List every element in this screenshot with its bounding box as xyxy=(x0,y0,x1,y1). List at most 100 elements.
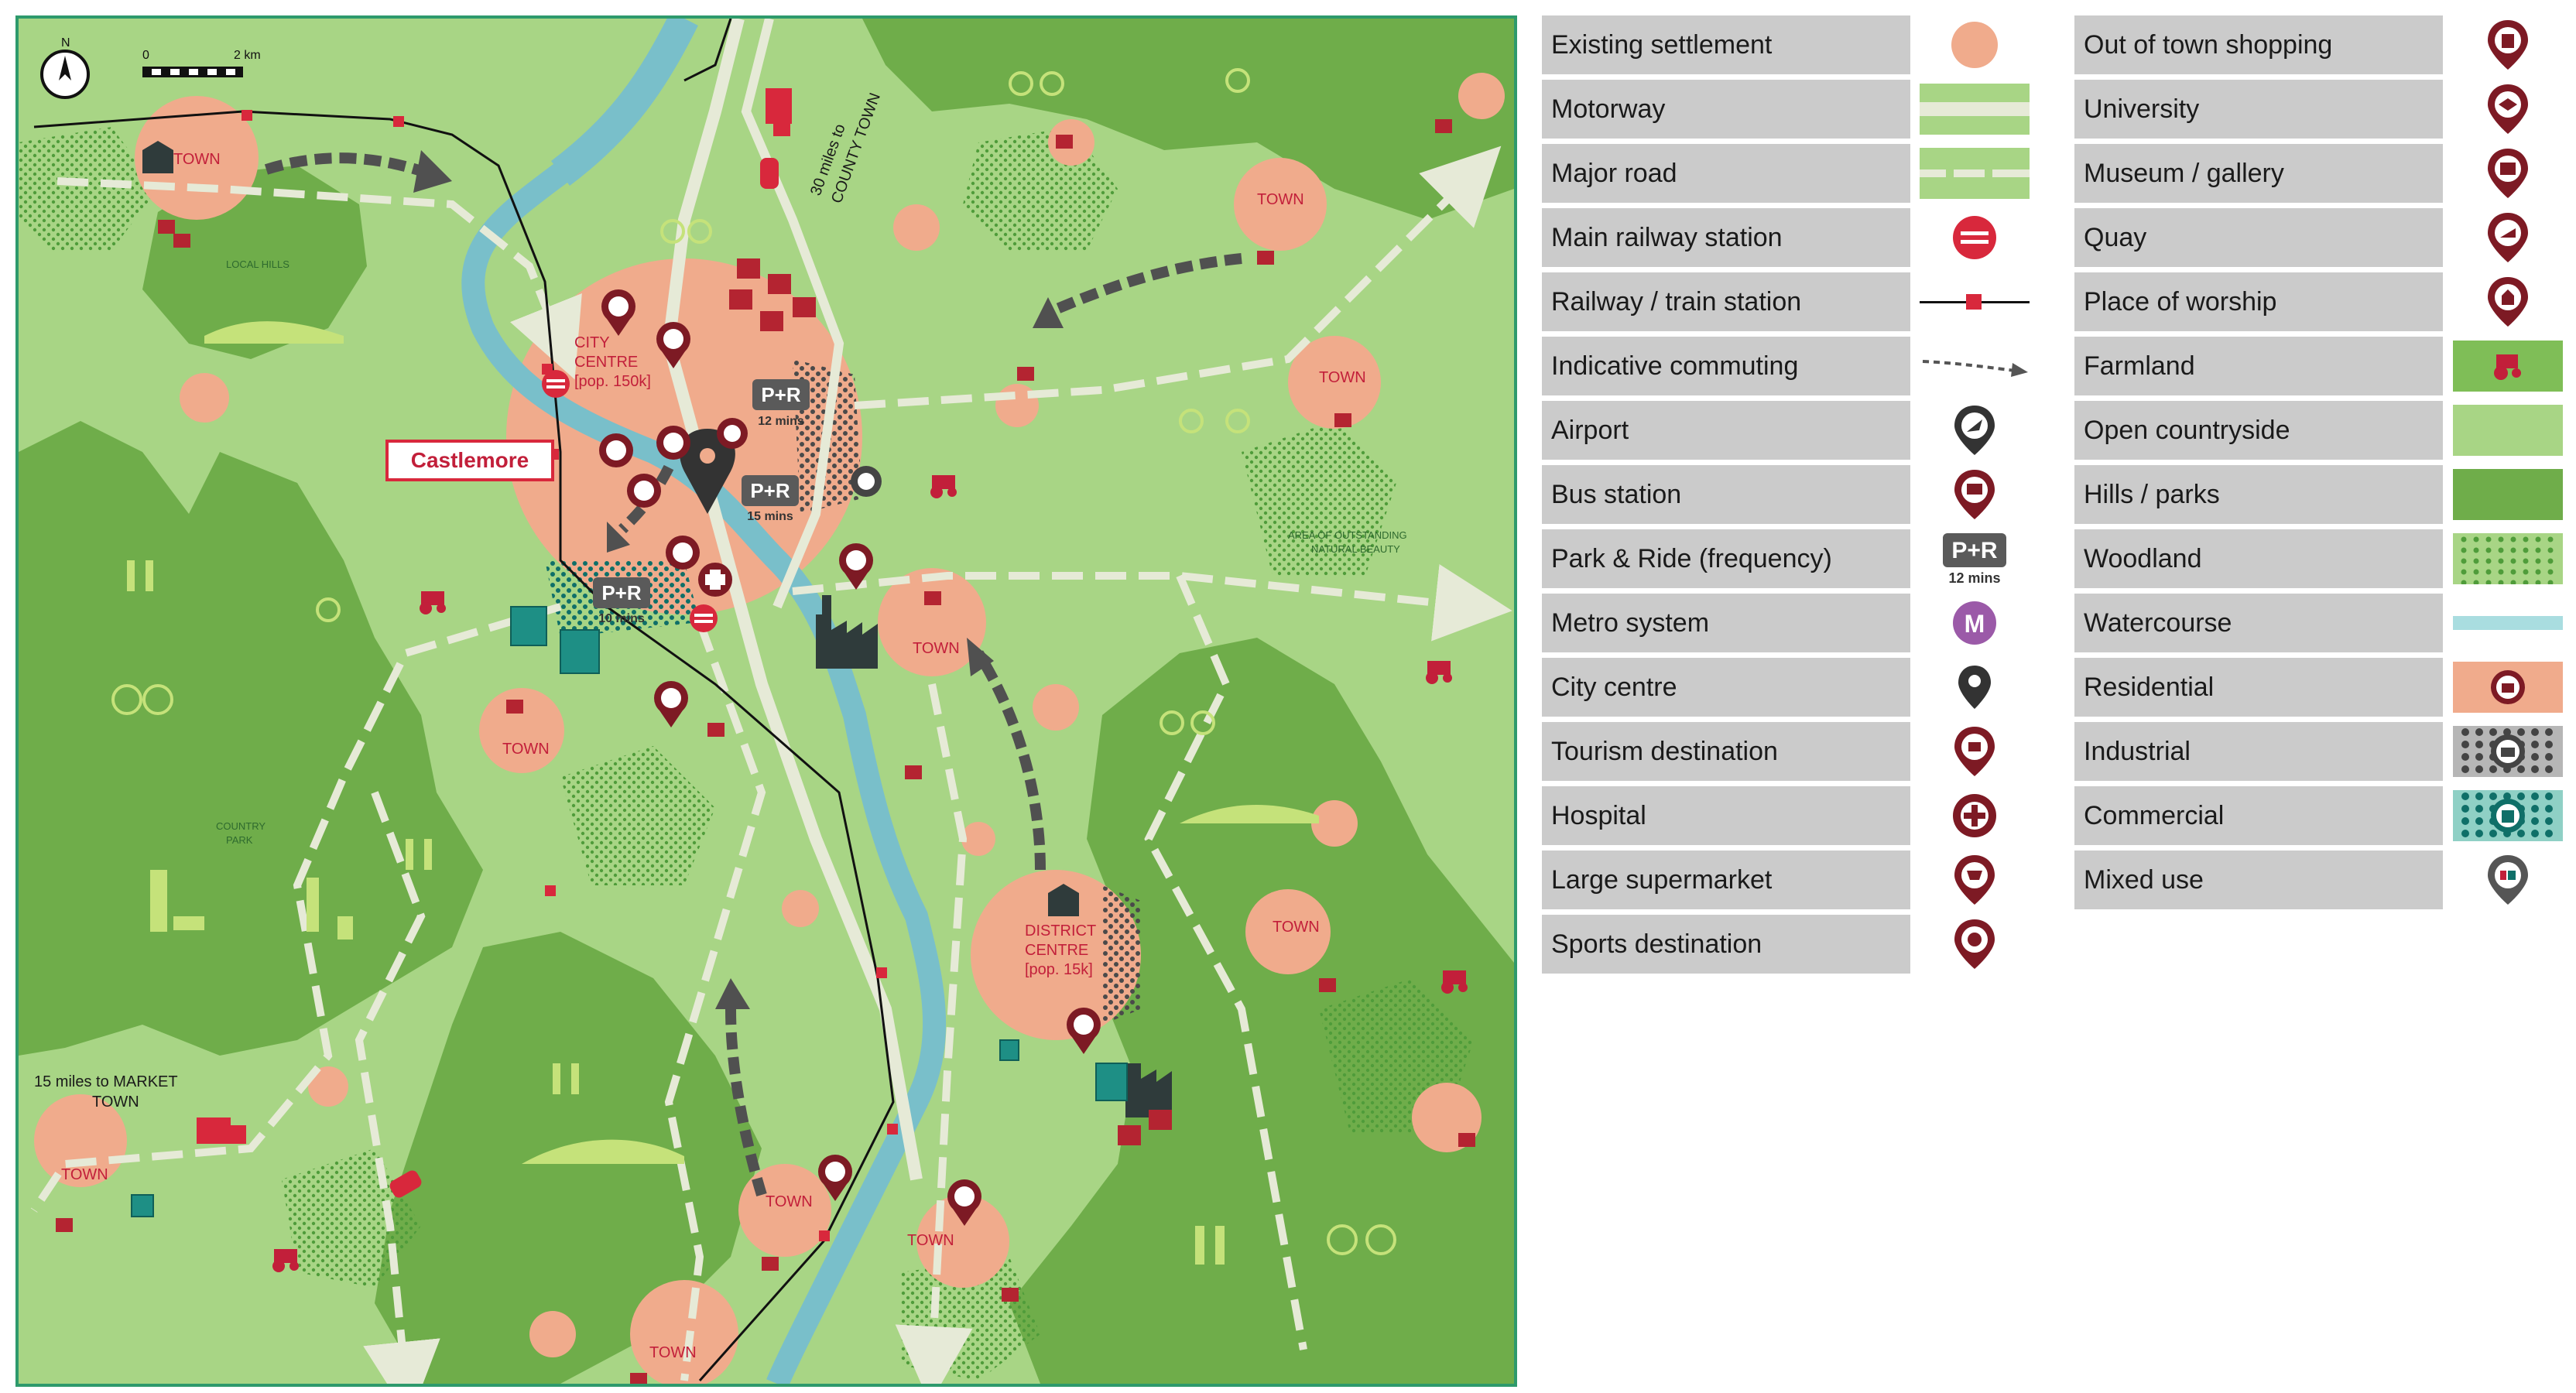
svg-text:P+R: P+R xyxy=(761,383,801,406)
map-panel[interactable]: TOWN TOWN TOWN TOWN TOWN TOWN TOWN TOWN … xyxy=(15,15,1517,1387)
legend-item: Motorway xyxy=(1542,80,2034,139)
legend-label: Mixed use xyxy=(2074,851,2443,909)
legend-label: Bus station xyxy=(1542,465,1910,524)
legend-label: Woodland xyxy=(2074,529,2443,588)
svg-text:CENTRE: CENTRE xyxy=(574,354,638,371)
legend-label: Main railway station xyxy=(1542,208,1910,267)
tourism-pin-icon[interactable] xyxy=(717,418,748,449)
town-label-w: TOWN xyxy=(502,741,550,758)
open-countryside-swatch xyxy=(2448,401,2568,460)
quay-pin-icon[interactable] xyxy=(666,536,700,570)
castlemore-label[interactable]: Castlemore xyxy=(385,440,554,481)
svg-text:10 mins: 10 mins xyxy=(598,612,645,625)
legend-label: Park & Ride (frequency) xyxy=(1542,529,1910,588)
shopping-pin-icon xyxy=(2448,15,2568,74)
legend-item: Hospital xyxy=(1542,786,2034,845)
legend-label: Existing settlement xyxy=(1542,15,1910,74)
rail-station-icon xyxy=(1915,208,2034,267)
legend-label: City centre xyxy=(1542,658,1910,717)
legend-label: Hills / parks xyxy=(2074,465,2443,524)
legend-item: Major road xyxy=(1542,144,2034,203)
park-ride-icon[interactable]: P+R 15 mins xyxy=(742,475,799,523)
svg-text:0: 0 xyxy=(142,49,149,62)
legend-item: Mixed use xyxy=(2074,851,2568,909)
legend-item: Existing settlement xyxy=(1542,15,2034,74)
university-pin-icon[interactable] xyxy=(601,289,635,336)
railway-line-swatch xyxy=(1915,272,2034,331)
motorway-swatch xyxy=(1915,80,2034,139)
hospital-icon[interactable] xyxy=(698,563,732,597)
airport-icon[interactable] xyxy=(851,466,882,497)
tourism-pin-icon[interactable] xyxy=(818,1155,852,1201)
tourism-pin-icon xyxy=(1915,722,2034,781)
walkers-icon xyxy=(127,560,1225,1265)
motorway xyxy=(662,19,923,1181)
worship-pin-icon[interactable] xyxy=(627,474,661,508)
legend-label: Open countryside xyxy=(2074,401,2443,460)
legend-item: Out of town shopping xyxy=(2074,15,2568,74)
svg-text:12 mins: 12 mins xyxy=(1948,570,2000,586)
legend-item: Quay xyxy=(2074,208,2568,267)
legend-label: Industrial xyxy=(2074,722,2443,781)
legend-label: Quay xyxy=(2074,208,2443,267)
legend-item: Tourism destination xyxy=(1542,722,2034,781)
park-ride-icon[interactable]: P+R 12 mins xyxy=(752,379,810,428)
svg-text:NATURAL BEAUTY: NATURAL BEAUTY xyxy=(1311,543,1400,555)
legend-item: University xyxy=(2074,80,2568,139)
svg-text:P+R: P+R xyxy=(1951,538,1998,563)
legend-item: Place of worship xyxy=(2074,272,2568,331)
north-arrow-icon: N xyxy=(40,36,90,99)
factory-icon xyxy=(142,141,1172,1117)
park-ride-icon[interactable]: P+R 10 mins xyxy=(593,577,650,625)
farmland-swatch xyxy=(2448,337,2568,395)
legend-label: Indicative commuting xyxy=(1542,337,1910,395)
deer-icon xyxy=(150,870,204,932)
poi-pins xyxy=(599,289,1101,1226)
legend-item: Indicative commuting xyxy=(1542,337,2034,395)
svg-text:2 km: 2 km xyxy=(234,49,261,62)
tourism-pin-icon[interactable] xyxy=(947,1179,981,1226)
legend-item: Sports destination xyxy=(1542,915,2034,974)
hospital-icon xyxy=(1915,786,2034,845)
legend-item: City centre xyxy=(1542,658,2034,717)
country-park-label: COUNTRY xyxy=(216,820,265,832)
legend-label: Major road xyxy=(1542,144,1910,203)
svg-text:[pop. 15k]: [pop. 15k] xyxy=(1025,961,1093,978)
city-centre-pin-icon[interactable] xyxy=(680,429,735,514)
university-pin-icon xyxy=(2448,80,2568,139)
town-label-s2: TOWN xyxy=(907,1232,954,1249)
city-centre-label: CITY xyxy=(574,334,610,351)
town-label-nw: TOWN xyxy=(173,151,221,168)
district-centre-label: DISTRICT xyxy=(1025,922,1096,940)
svg-text:Castlemore: Castlemore xyxy=(411,448,529,472)
supermarket-pin-icon[interactable] xyxy=(839,543,873,590)
sports-pin-icon[interactable] xyxy=(656,322,690,368)
hills-parks-swatch xyxy=(2448,465,2568,524)
legend-label: Tourism destination xyxy=(1542,722,1910,781)
svg-text:N: N xyxy=(61,36,70,50)
shopping-pin-icon[interactable] xyxy=(654,681,688,727)
industrial-area-district xyxy=(1102,885,1141,1025)
museum-pin-icon[interactable] xyxy=(656,426,690,460)
major-road-swatch xyxy=(1915,144,2034,203)
hiker-icon xyxy=(307,878,353,940)
sports-pin-icon xyxy=(1915,915,2034,974)
legend-item: Watercourse xyxy=(2074,594,2568,652)
railway-station-icon[interactable] xyxy=(542,370,570,398)
tourism-pin-icon[interactable] xyxy=(1067,1008,1101,1054)
legend-item: Bus station xyxy=(1542,465,2034,524)
local-hills-label: LOCAL HILLS xyxy=(226,258,289,270)
worship-pin-icon xyxy=(2448,272,2568,331)
legend-item: Airport xyxy=(1542,401,2034,460)
woodland-swatch xyxy=(2448,529,2568,588)
park-ride-markers: P+R 12 mins P+R 15 mins P+R 10 mins xyxy=(593,379,810,625)
scale-bar: 0 2 km xyxy=(142,49,261,77)
railway-station-icon[interactable] xyxy=(690,604,718,632)
supermarket-pin-icon xyxy=(1915,851,2034,909)
quay-pin-icon xyxy=(2448,208,2568,267)
legend-label: Residential xyxy=(2074,658,2443,717)
bus-station-icon[interactable] xyxy=(599,433,633,467)
svg-text:CENTRE: CENTRE xyxy=(1025,942,1088,959)
legend-label: Out of town shopping xyxy=(2074,15,2443,74)
